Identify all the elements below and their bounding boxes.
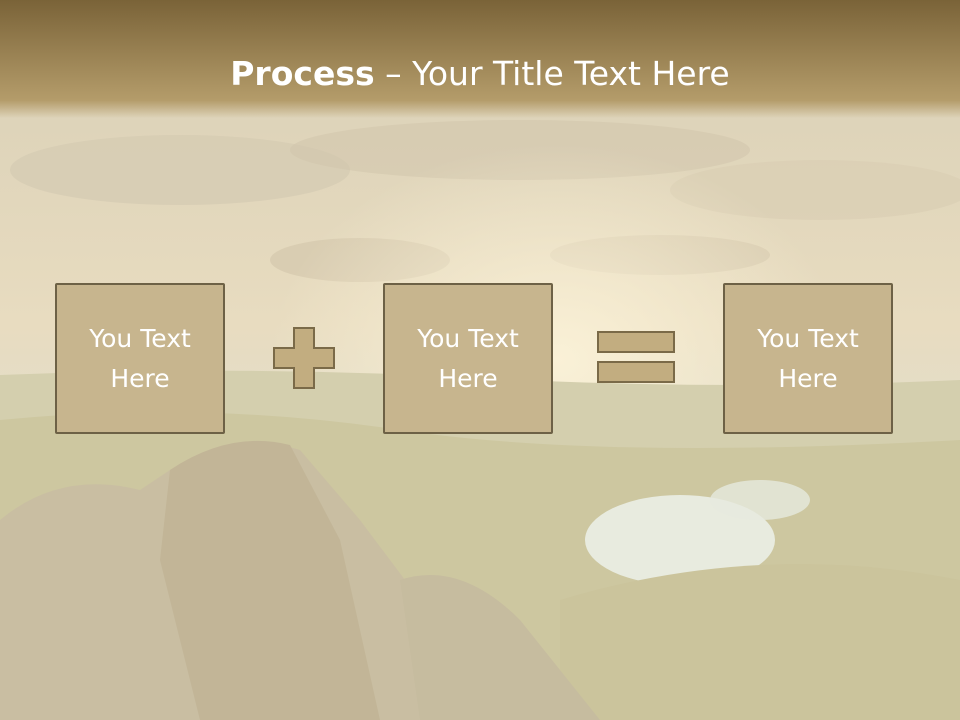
- process-box-3[interactable]: You Text Here: [723, 283, 893, 434]
- process-box-2-label: You Text Here: [417, 323, 519, 393]
- process-box-2[interactable]: You Text Here: [383, 283, 553, 434]
- title-bold-text: Process: [230, 54, 375, 93]
- equals-icon: [597, 331, 675, 383]
- plus-icon: [273, 327, 335, 389]
- slide-title: Process – Your Title Text Here: [0, 52, 960, 96]
- process-box-1[interactable]: You Text Here: [55, 283, 225, 434]
- title-rest-text: – Your Title Text Here: [374, 54, 730, 93]
- process-box-3-label: You Text Here: [757, 323, 859, 393]
- title-bar: [0, 0, 960, 118]
- process-box-1-label: You Text Here: [89, 323, 191, 393]
